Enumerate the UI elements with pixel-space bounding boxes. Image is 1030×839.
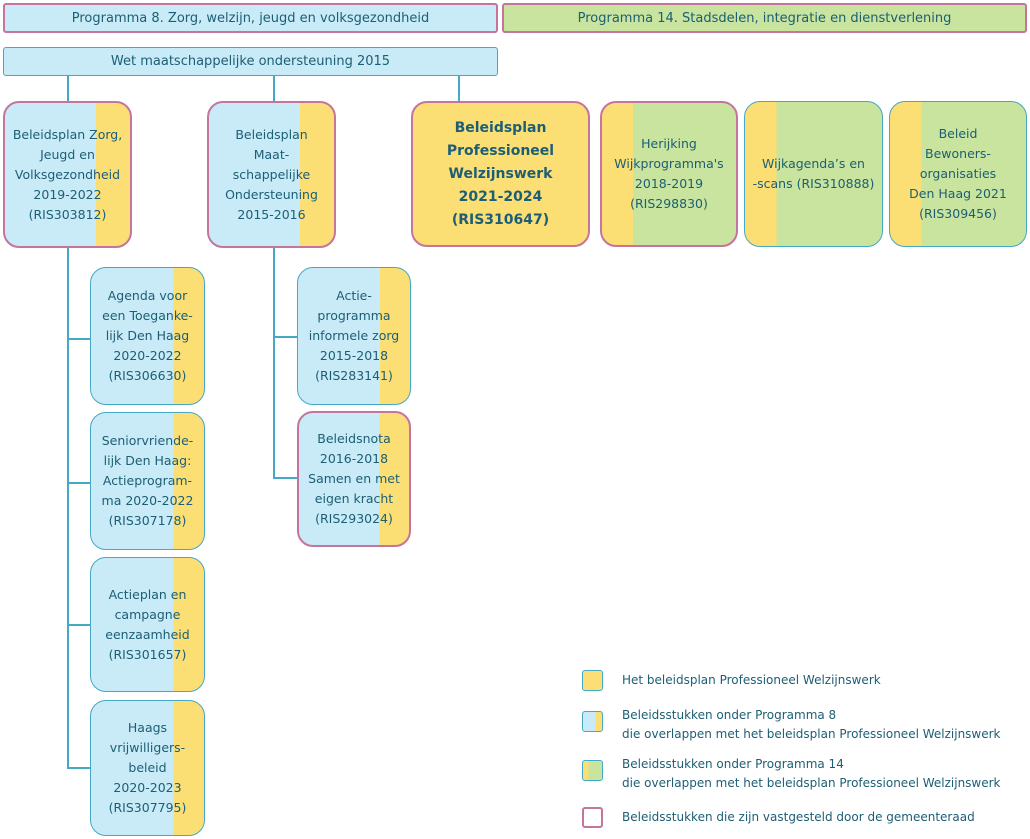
node-actieprogramma-informele-zorg: Actie- programma informele zorg 2015-201… — [297, 267, 411, 405]
node-herijking-wijkprogrammas: Herijking Wijkprogramma's 2018-2019 (RIS… — [600, 101, 738, 247]
legend-label-programma-14: Beleidsstukken onder Programma 14 die ov… — [622, 757, 1001, 790]
header-programma-14-label: Programma 14. Stadsdelen, integratie en … — [577, 10, 952, 26]
connector-zorg-branch-4 — [67, 767, 91, 769]
legend-swatch-programma-8 — [582, 711, 603, 732]
node-beleidsplan-maatschappelijke-ondersteuning: Beleidsplan Maat- schappelijke Ondersteu… — [207, 101, 336, 248]
header-programma-8-label: Programma 8. Zorg, welzijn, jeugd en vol… — [71, 10, 430, 26]
connector-mo-branch-2 — [273, 477, 298, 479]
legend-label-welzijnswerk: Het beleidsplan Professioneel Welzijnswe… — [622, 673, 881, 687]
connector-zorg-branch-1 — [67, 338, 91, 340]
wmo-bar-label: Wet maatschappelijke ondersteuning 2015 — [110, 54, 391, 69]
connector-zorg-trunk — [67, 248, 69, 768]
node-beleidsplan-zorg-jeugd: Beleidsplan Zorg, Jeugd en Volksgezondhe… — [3, 101, 132, 248]
header-programma-14: Programma 14. Stadsdelen, integratie en … — [502, 3, 1027, 33]
node-seniorvriendelijk: Seniorvriende- lijk Den Haag: Actieprogr… — [90, 412, 205, 550]
wmo-bar: Wet maatschappelijke ondersteuning 2015 — [3, 47, 498, 76]
connector-mo-trunk — [273, 248, 275, 478]
header-programma-8: Programma 8. Zorg, welzijn, jeugd en vol… — [3, 3, 498, 33]
legend-label-programma-8: Beleidsstukken onder Programma 8 die ove… — [622, 708, 1001, 741]
connector-zorg-branch-2 — [67, 482, 91, 484]
connector-mo-branch-1 — [273, 336, 298, 338]
node-wijkagendas-scans: Wijkagenda’s en -scans (RIS310888) — [744, 101, 883, 247]
node-agenda-toegankelijk: Agenda voor een Toeganke- lijk Den Haag … — [90, 267, 205, 405]
node-actieplan-eenzaamheid: Actieplan en campagne eenzaamheid (RIS30… — [90, 557, 205, 692]
node-haags-vrijwilligersbeleid: Haags vrijwilligers- beleid 2020-2023 (R… — [90, 700, 205, 836]
legend-swatch-welzijnswerk — [582, 670, 603, 691]
connector-wmo-beleidsplan-mo — [273, 76, 275, 102]
connector-wmo-zorg — [67, 76, 69, 102]
connector-zorg-branch-3 — [67, 624, 91, 626]
legend-swatch-gemeenteraad — [582, 807, 603, 828]
legend-swatch-programma-14 — [582, 760, 603, 781]
legend-label-gemeenteraad: Beleidsstukken die zijn vastgesteld door… — [622, 810, 975, 824]
node-beleidsnota-samen-eigen-kracht: Beleidsnota 2016-2018 Samen en met eigen… — [297, 411, 411, 547]
node-beleidsplan-professioneel-welzijnswerk: Beleidsplan Professioneel Welzijnswerk 2… — [411, 101, 590, 247]
connector-wmo-welzijnswerk — [458, 76, 460, 102]
node-beleid-bewonersorganisaties: Beleid Bewoners- organisaties Den Haag 2… — [889, 101, 1027, 247]
